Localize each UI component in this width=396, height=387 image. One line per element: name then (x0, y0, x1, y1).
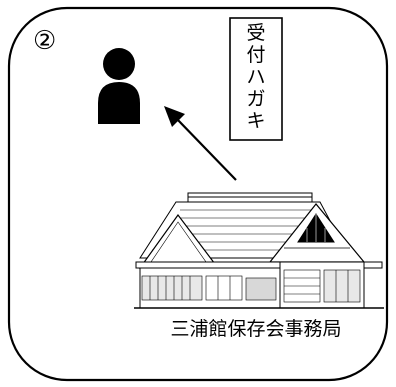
person-icon (98, 48, 140, 124)
arrow-icon (164, 106, 237, 181)
postcard-box (229, 17, 283, 141)
thatched-house-icon (134, 192, 384, 309)
step-number: ② (33, 26, 57, 56)
office-name: 三浦館保存会事務局 (170, 318, 342, 340)
